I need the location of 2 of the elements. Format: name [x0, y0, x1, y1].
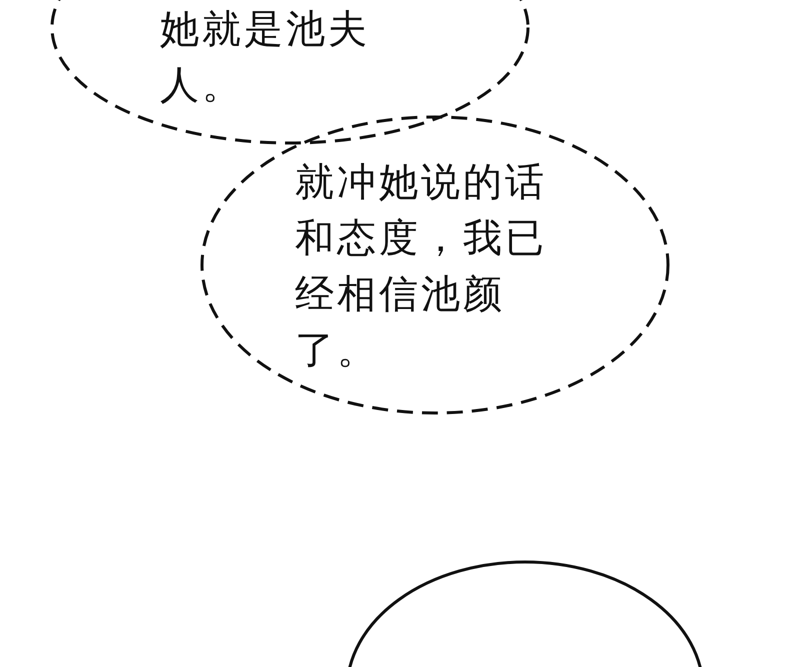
dialogue-text: 就冲她说的话和态度，我已经相信池颜了。: [295, 159, 548, 375]
dialogue-text: 她就是池夫人。: [160, 6, 371, 110]
